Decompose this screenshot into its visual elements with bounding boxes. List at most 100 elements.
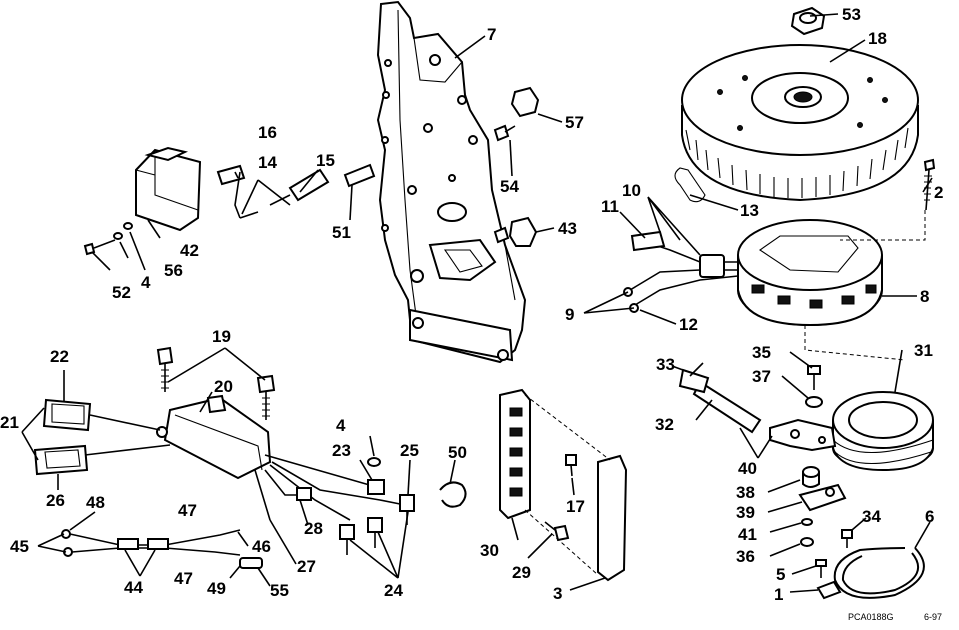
callout-3: 3: [553, 584, 562, 603]
screw-17: [565, 454, 577, 477]
callout-8: 8: [920, 287, 929, 306]
callout-51: 51: [332, 223, 351, 242]
callout-1: 1: [774, 585, 783, 604]
callout-33: 33: [656, 355, 675, 374]
callout-42: 42: [180, 241, 199, 260]
callout-30: 30: [480, 541, 499, 560]
flywheel-nut: [790, 6, 826, 36]
callout-32: 32: [655, 415, 674, 434]
callout-41: 41: [738, 525, 757, 544]
callout-7: 7: [487, 25, 496, 44]
callout-39: 39: [736, 503, 755, 522]
mounting-bracket: [376, 0, 527, 364]
callout-6: 6: [925, 507, 934, 526]
callout-9: 9: [565, 305, 574, 324]
callout-13: 13: [740, 201, 759, 220]
power-pack-harness: [254, 454, 415, 555]
callout-12: 12: [679, 315, 698, 334]
callout-45: 45: [10, 537, 29, 556]
callout-27: 27: [297, 557, 316, 576]
bushing-38: [802, 466, 820, 488]
callout-21: 21: [0, 413, 19, 432]
washer-41: [801, 518, 813, 526]
callout-49: 49: [207, 579, 226, 598]
screw-29: [544, 521, 570, 542]
screw-51: [343, 163, 376, 188]
callout-18: 18: [868, 29, 887, 48]
callout-labels: 53 18 7 57 2 13 8 10 11 9 12 16 14 15 51…: [0, 5, 943, 622]
spark-plug-boot-15: [269, 168, 330, 206]
retainer-50: [439, 481, 467, 508]
timer-arm: [671, 365, 837, 452]
callout-17: 17: [566, 497, 585, 516]
nut-36: [800, 537, 814, 547]
callout-36: 36: [736, 547, 755, 566]
callout-52: 52: [112, 283, 131, 302]
link-39: [798, 483, 847, 512]
callout-55: 55: [270, 581, 289, 600]
callout-24: 24: [384, 581, 403, 600]
callout-37: 37: [752, 367, 771, 386]
timer-base: [832, 391, 934, 472]
callout-50: 50: [448, 443, 467, 462]
flywheel: [681, 44, 919, 202]
callout-19: 19: [212, 327, 231, 346]
washer-37: [805, 396, 823, 408]
callout-4b: 4: [336, 416, 346, 435]
terminal-block: [499, 388, 531, 520]
callout-25: 25: [400, 441, 419, 460]
callout-54: 54: [500, 177, 519, 196]
callout-38: 38: [736, 483, 755, 502]
callout-20: 20: [214, 377, 233, 396]
callout-14: 14: [258, 153, 277, 172]
screw-34: [841, 529, 853, 548]
stator-wire-harness: [623, 167, 739, 313]
callout-5: 5: [776, 565, 785, 584]
clip-1: [816, 580, 842, 600]
callout-11: 11: [601, 197, 619, 216]
callout-31: 31: [914, 341, 933, 360]
lead-14a: [239, 211, 259, 219]
callout-10: 10: [622, 181, 641, 200]
callout-53: 53: [842, 5, 861, 24]
callout-48: 48: [86, 493, 105, 512]
stator-screw: [923, 158, 936, 211]
bolt-19b: [256, 374, 276, 420]
callout-4a: 4: [141, 273, 151, 292]
power-pack: [156, 394, 272, 480]
callout-57: 57: [565, 113, 584, 132]
callout-43: 43: [558, 219, 577, 238]
bolt-52: [83, 239, 116, 256]
callout-15: 15: [316, 151, 335, 170]
jumper-harness: [61, 529, 263, 569]
timer-screw-35: [807, 365, 821, 390]
callout-44: 44: [124, 578, 143, 597]
clamp-43: [493, 216, 538, 247]
clamp-57: [510, 86, 540, 118]
spark-plug-lead-16: [216, 164, 246, 219]
bolt-54: [493, 124, 516, 142]
washer-4b: [367, 457, 381, 467]
callout-56: 56: [164, 261, 183, 280]
retaining-ring: [833, 547, 925, 599]
figure-code: PCA0188G: [848, 612, 894, 622]
ignition-coil: [135, 146, 202, 232]
terminal-cover: [597, 454, 628, 582]
callout-2: 2: [934, 183, 943, 202]
figure-date: 6-97: [924, 612, 942, 622]
washer-4: [113, 232, 123, 240]
callout-47a: 47: [178, 501, 197, 520]
screw-5: [815, 559, 827, 578]
callout-46: 46: [252, 537, 271, 556]
callout-35: 35: [752, 343, 771, 362]
connector-22: [42, 398, 161, 432]
callout-16: 16: [258, 123, 277, 142]
bolt-19a: [156, 346, 174, 392]
callout-40: 40: [738, 459, 757, 478]
callout-29: 29: [512, 563, 531, 582]
washer-56: [123, 222, 133, 230]
leader-lines: [21, 13, 933, 593]
terminal-23: [367, 479, 385, 495]
